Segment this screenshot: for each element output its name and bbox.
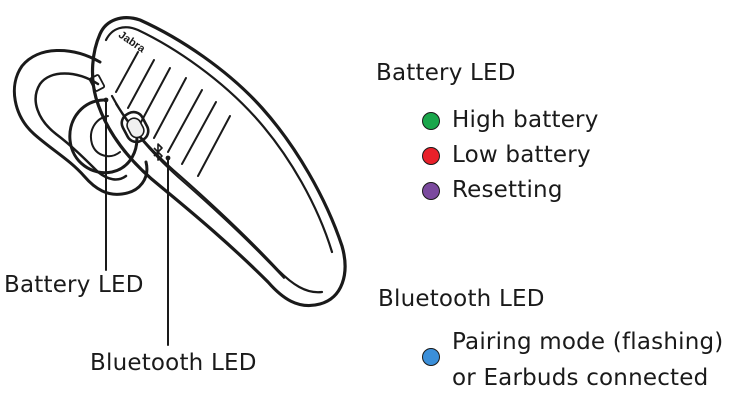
battery-icon xyxy=(88,74,106,92)
body-lower-line-1 xyxy=(110,94,324,294)
headset-body xyxy=(90,16,347,308)
legend-item-label: Low battery xyxy=(452,142,591,168)
green-led-icon xyxy=(422,112,440,130)
legend-battery-title: Battery LED xyxy=(376,60,516,86)
legend-item-label-line2: or Earbuds connected xyxy=(452,365,709,391)
body-top-ridge xyxy=(104,26,334,254)
red-led-icon xyxy=(422,147,440,165)
legend-item-label-line1: Pairing mode (flashing) xyxy=(452,329,724,355)
blue-led-icon xyxy=(422,348,440,366)
purple-led-icon xyxy=(422,182,440,200)
callout-label-bluetooth-led: Bluetooth LED xyxy=(90,350,257,376)
callout-label-battery-led: Battery LED xyxy=(4,272,144,298)
legend-item-label: High battery xyxy=(452,107,599,133)
legend-bluetooth-title: Bluetooth LED xyxy=(378,286,545,312)
legend-item-label: Resetting xyxy=(452,177,563,203)
ear-gel-inner xyxy=(90,115,121,158)
multifunction-button xyxy=(120,110,150,144)
bluetooth-icon xyxy=(153,143,163,161)
ear-hook xyxy=(12,49,149,196)
